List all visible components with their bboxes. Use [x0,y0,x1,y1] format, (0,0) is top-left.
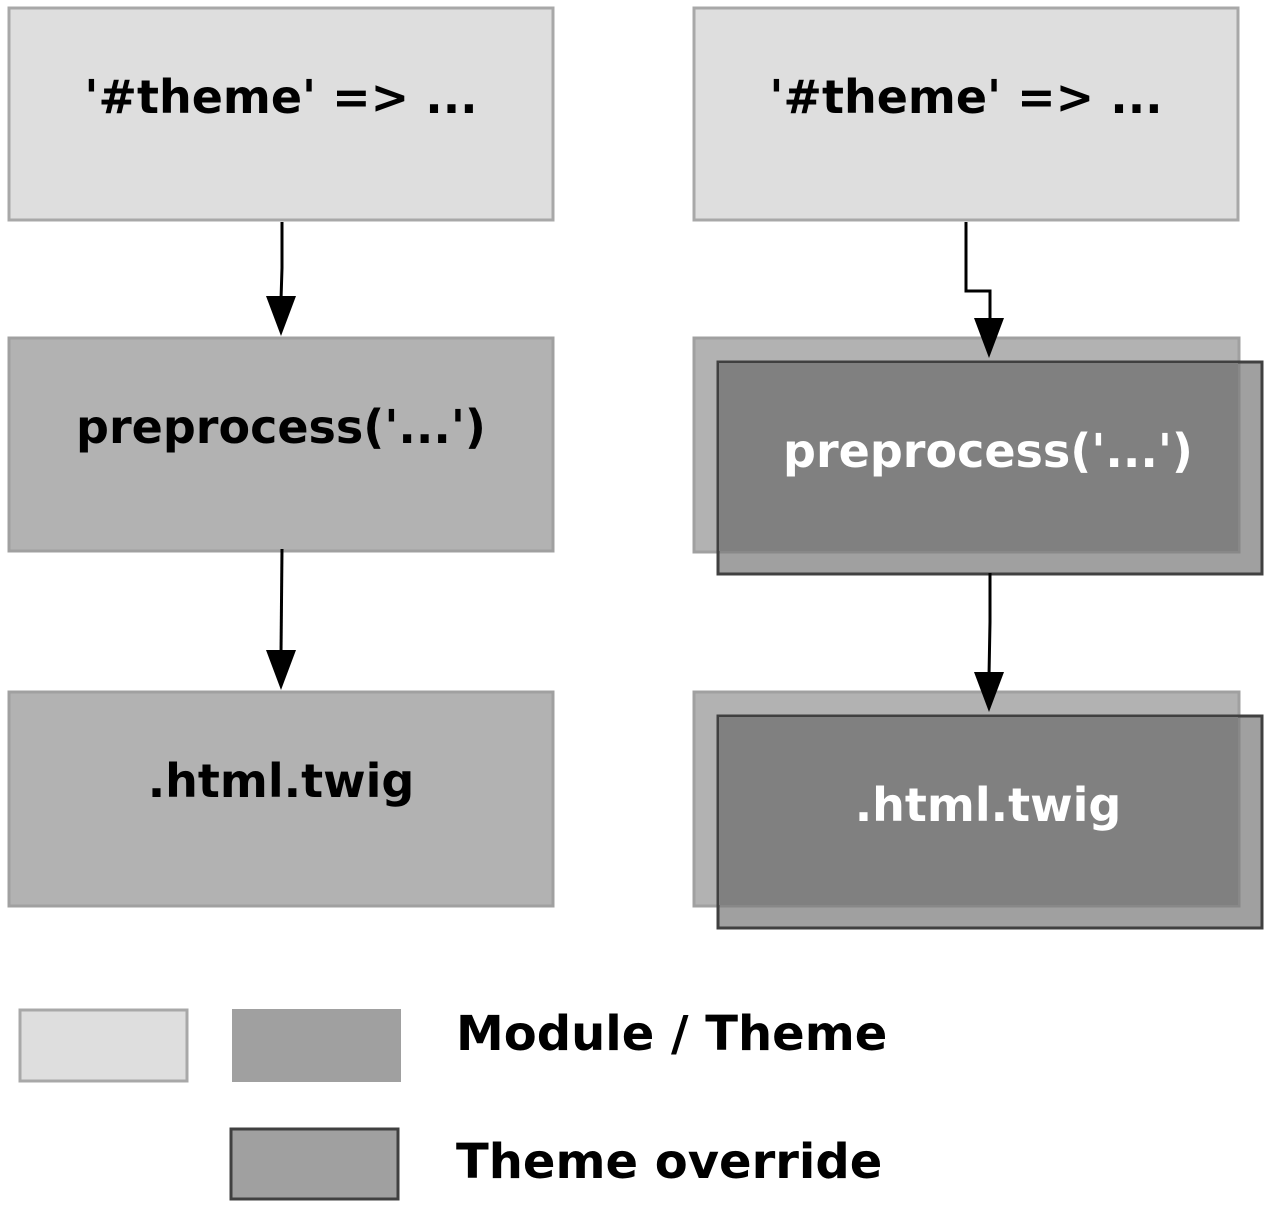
left-arrow-1-head [266,296,296,336]
left-theme-call-box [7,6,555,222]
left-preprocess-label: preprocess('...') [76,400,486,454]
right-arrow-2-head [974,672,1004,712]
right-arrow-1-line [964,222,992,322]
right-override-template-label: .html.twig [855,778,1122,832]
left-template-label: .html.twig [148,754,415,808]
left-column: '#theme' => ... preprocess('...') .html.… [7,6,555,908]
legend-swatch-mid [232,1009,401,1082]
right-column: '#theme' => ... preprocess('...') .html.… [692,6,1264,930]
left-template-box [7,690,555,908]
legend-theme-override-label: Theme override [456,1134,882,1190]
left-arrow-2-head [266,650,296,690]
left-theme-call-label: '#theme' => ... [84,70,477,124]
left-arrow-2-line [279,548,284,655]
right-override-template-inner [719,717,1238,905]
right-override-preprocess-label: preprocess('...') [783,424,1193,478]
right-arrow-2-line [987,573,992,677]
legend-swatch-override [229,1127,400,1201]
right-theme-call-box [692,6,1240,222]
right-override-preprocess-inner [719,363,1238,551]
right-theme-call-label: '#theme' => ... [769,70,1162,124]
legend-module-theme-label: Module / Theme [456,1006,887,1062]
left-arrow-1-line [279,222,284,301]
legend: Module / Theme Theme override [18,1006,887,1201]
left-preprocess-box [7,336,555,553]
right-arrow-1-head [974,318,1004,358]
legend-swatch-light [18,1008,189,1083]
